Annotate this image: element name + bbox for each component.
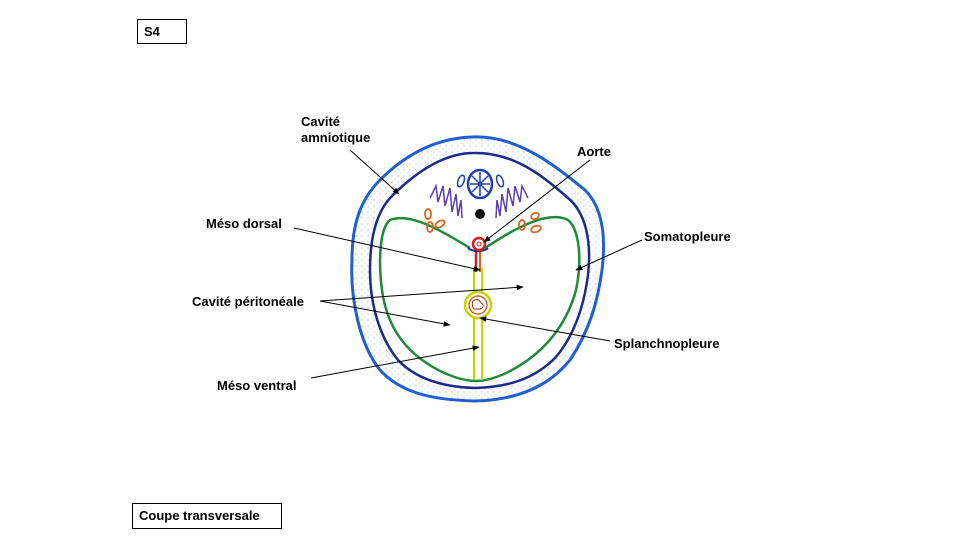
label-cavite-amniotique-line2: amniotique [301,130,371,145]
neural-tube-spokes [470,172,490,196]
mesonephros-left [424,208,446,233]
label-meso-ventral: Méso ventral [217,378,297,393]
arrow-splanchnopleure [479,316,611,342]
label-cavite-amniotique-line1: Cavité [301,114,341,129]
label-meso-dorsal: Méso dorsal [206,216,282,231]
arrow-meso-dorsal [293,227,481,272]
somite-right [495,183,529,219]
arrow-somatopleure [575,239,643,271]
aorta-inner [476,241,482,247]
arrow-meso-ventral [310,345,480,379]
slide-tag: S4 [137,19,187,44]
label-aorte: Aorte [577,144,611,159]
heart-tube-middle [468,295,488,315]
neural-ridge-left [456,174,466,188]
somite-left [429,183,463,219]
label-cavite-peritoneale: Cavité péritonéale [192,294,304,309]
arrow-peritoneale-1 [319,284,524,302]
mesonephros-right [518,211,542,234]
caption-box: Coupe transversale [132,503,282,529]
label-splanchnopleure: Splanchnopleure [614,336,720,351]
annotation-arrows [293,149,643,379]
neural-ridge-right [495,174,505,188]
arrow-cavite-amniotique [349,149,400,195]
heart-tube-inner [471,299,484,310]
arrow-peritoneale-2 [319,300,451,327]
arrow-aorte [483,159,591,243]
notochord [475,209,485,219]
label-somatopleure: Somatopleure [644,229,731,244]
